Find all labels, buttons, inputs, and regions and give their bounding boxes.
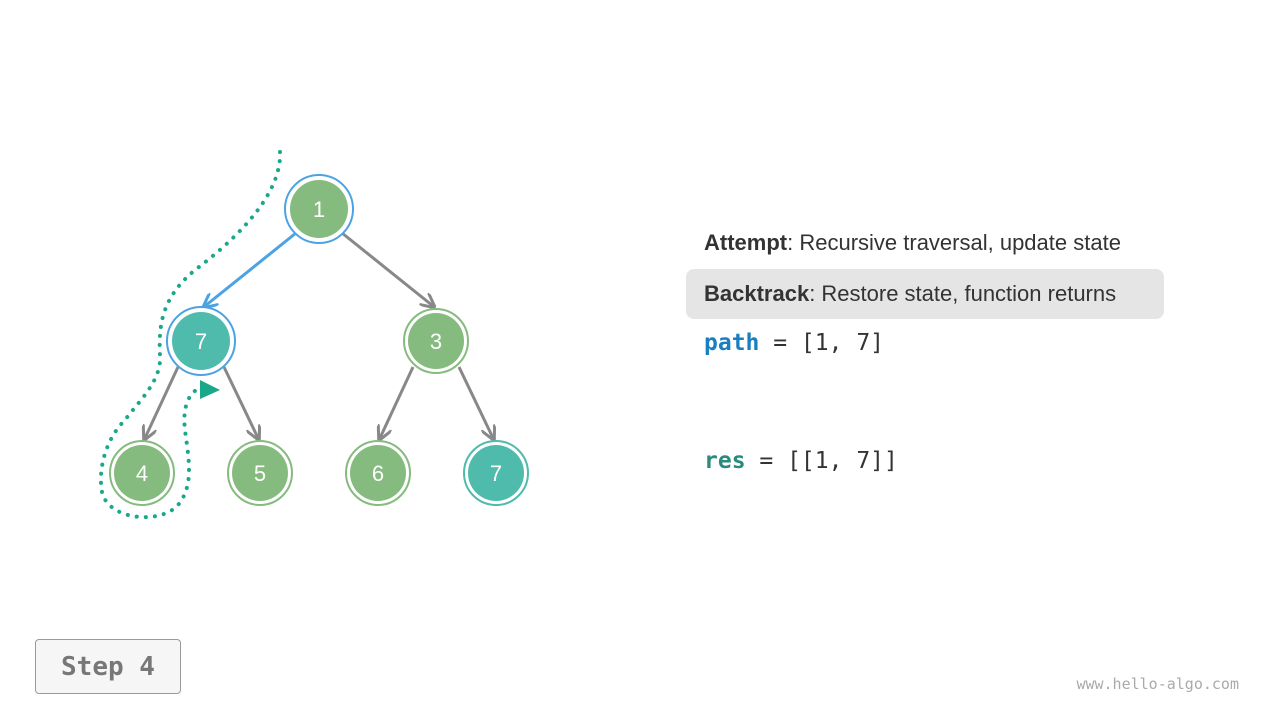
path-variable: path <box>704 330 760 356</box>
legend-backtrack-text: : Restore state, function returns <box>809 281 1117 306</box>
tree-node-left: 7 <box>166 306 236 376</box>
path-value: = [1, 7] <box>759 330 885 356</box>
traversal-arrow-icon <box>200 380 220 399</box>
legend-backtrack-term: Backtrack <box>704 281 810 306</box>
tree-node-left-right: 5 <box>227 440 293 506</box>
tree-node-label: 1 <box>313 197 325 222</box>
tree-node-root: 1 <box>284 174 354 244</box>
res-value: = [[1, 7]] <box>745 448 898 474</box>
edge-left-leftright <box>222 366 258 438</box>
watermark: www.hello-algo.com <box>1076 675 1239 693</box>
tree-node-right-right: 7 <box>463 440 529 506</box>
tree-node-label: 7 <box>195 329 207 354</box>
edge-right-rightleft <box>380 366 415 438</box>
tree-node-left-left: 4 <box>109 440 175 506</box>
code-path-line: path = [1, 7] <box>704 330 884 356</box>
tree-node-right-left: 6 <box>345 440 411 506</box>
code-res-line: res = [[1, 7]] <box>704 448 898 474</box>
legend-attempt-term: Attempt <box>704 230 788 255</box>
legend-attempt: Attempt: Recursive traversal, update sta… <box>686 218 1164 268</box>
tree-node-label: 4 <box>136 461 148 486</box>
edge-right-rightright <box>457 366 493 438</box>
tree-node-label: 7 <box>490 461 502 486</box>
legend-attempt-text: : Recursive traversal, update state <box>787 230 1121 255</box>
traversal-path <box>98 150 283 519</box>
tree-node-label: 6 <box>372 461 384 486</box>
tree-node-label: 5 <box>254 461 266 486</box>
res-variable: res <box>704 448 746 474</box>
step-button[interactable]: Step 4 <box>35 639 181 694</box>
legend-backtrack: Backtrack: Restore state, function retur… <box>686 269 1164 319</box>
tree-node-label: 3 <box>430 329 442 354</box>
tree-node-right: 3 <box>403 308 469 374</box>
edge-root-left <box>205 231 297 306</box>
edge-root-right <box>341 231 433 306</box>
edge-left-leftleft <box>145 366 180 438</box>
